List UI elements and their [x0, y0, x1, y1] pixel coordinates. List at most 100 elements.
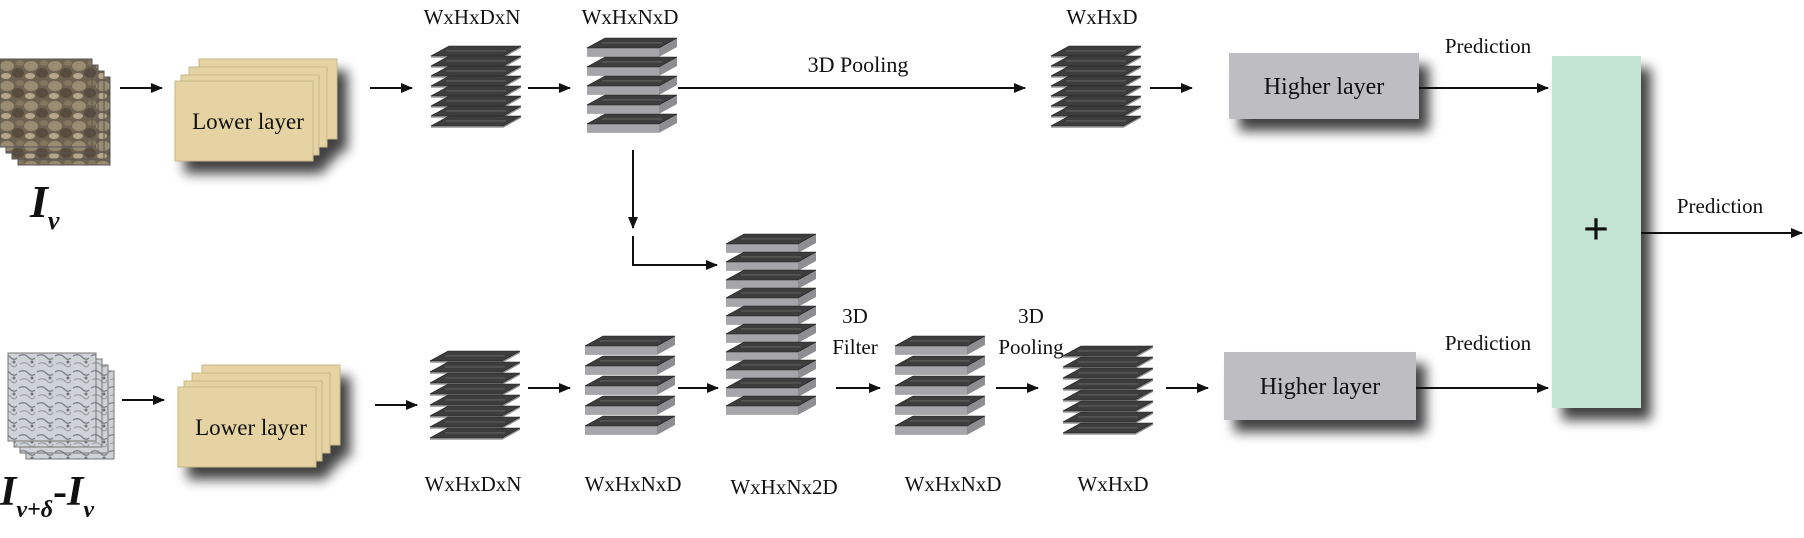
feature-slice-side [726, 405, 798, 415]
feature-slice-edge [1123, 86, 1141, 98]
feature-slice-edge [659, 57, 677, 76]
feature-slice-edge [503, 46, 521, 58]
feature-slice-side [587, 47, 659, 57]
bottom-feature-stack-3 [725, 233, 817, 415]
bottom-higher-layer-label: Higher layer [1260, 374, 1381, 400]
feature-slice-edge [503, 116, 521, 128]
feature-slice-side [726, 243, 798, 253]
feature-slice-edge [503, 56, 521, 68]
top-dims-1: WxHxDxN [424, 5, 521, 29]
feature-slice-edge [503, 66, 521, 78]
feature-slice-side [726, 333, 798, 343]
feature-slice-side [585, 425, 657, 435]
feature-slice-side [1051, 125, 1123, 128]
feature-slice-edge [1135, 390, 1153, 402]
feature-slice-edge [1123, 116, 1141, 128]
feature-slice-edge [502, 428, 520, 440]
bottom-feature-stack-4 [894, 335, 986, 435]
feature-slice-edge [1135, 423, 1153, 435]
feature-slice-side [585, 385, 657, 395]
feature-slice-edge [798, 324, 816, 343]
feature-slice-edge [503, 106, 521, 118]
bottom-pool-label-1: 3D [1018, 304, 1044, 328]
feature-slice-side [895, 405, 967, 415]
bottom-feature-stack-5 [1062, 345, 1154, 435]
feature-slice-edge [967, 356, 985, 375]
feature-slice-edge [967, 416, 985, 435]
bottom-dims-1: WxHxDxN [425, 472, 522, 496]
top-input-label: Iν [29, 176, 60, 235]
bottom-lower-layer-label: Lower layer [195, 415, 307, 440]
feature-slice-edge [798, 378, 816, 397]
feature-slice-edge [1123, 56, 1141, 68]
top-feature-stack-1 [430, 45, 522, 128]
bottom-filter-label-1: 3D [842, 304, 868, 328]
feature-slice-edge [502, 362, 520, 374]
bottom-prediction-label: Prediction [1445, 331, 1532, 355]
feature-slice-side [726, 279, 798, 289]
feature-slice-edge [502, 395, 520, 407]
feature-slice-edge [967, 376, 985, 395]
feature-slice-side [587, 123, 659, 133]
feature-slice-edge [798, 360, 816, 379]
bottom-input-label: Iν+δ-Iν [0, 469, 94, 523]
feature-slice-edge [798, 396, 816, 415]
feature-slice-edge [659, 95, 677, 114]
feature-slice-edge [798, 288, 816, 307]
feature-slice-side [726, 315, 798, 325]
feature-slice-edge [657, 336, 675, 355]
top-lower-layer-label: Lower layer [192, 109, 304, 134]
feature-slice-side [895, 345, 967, 355]
feature-slice-edge [798, 252, 816, 271]
bottom-feature-stack-1 [429, 350, 521, 440]
feature-slice-edge [502, 417, 520, 429]
fusion-plus-symbol: + [1583, 203, 1609, 254]
top-higher-layer-block [1229, 53, 1419, 119]
feature-slice-edge [502, 406, 520, 418]
feature-slice-edge [503, 96, 521, 108]
fusion-block [1552, 56, 1641, 408]
arrow-branch-right [632, 236, 718, 270]
feature-slice-side [895, 365, 967, 375]
feature-slice-edge [502, 351, 520, 363]
feature-slice-side [895, 385, 967, 395]
top-lower-layer-block [174, 58, 338, 162]
feature-slice-edge [659, 38, 677, 57]
feature-slice-edge [659, 76, 677, 95]
feature-slice-edge [1135, 346, 1153, 358]
feature-slice-side [895, 425, 967, 435]
feature-slice-side [726, 369, 798, 379]
feature-slice-edge [798, 234, 816, 253]
bottom-lower-layer-block [177, 364, 341, 468]
feature-slice-edge [657, 376, 675, 395]
feature-slice-edge [1123, 96, 1141, 108]
feature-slice-side [585, 365, 657, 375]
feature-slice-edge [1123, 66, 1141, 78]
feature-slice-side [587, 85, 659, 95]
final-prediction-label: Prediction [1677, 194, 1764, 218]
top-feature-stack-2 [586, 37, 678, 133]
feature-slice-side [430, 437, 502, 440]
feature-slice-edge [1135, 401, 1153, 413]
feature-slice-side [585, 345, 657, 355]
bottom-dims-5: WxHxD [1077, 472, 1148, 496]
feature-slice-side [585, 405, 657, 415]
feature-slice-edge [657, 356, 675, 375]
bottom-dims-4: WxHxNxD [905, 472, 1002, 496]
feature-slice-edge [1123, 106, 1141, 118]
feature-slice-side [726, 297, 798, 307]
feature-slice-edge [967, 336, 985, 355]
feature-slice-side [1063, 432, 1135, 435]
feature-slice-edge [798, 270, 816, 289]
top-pool-label: 3D Pooling [808, 52, 909, 77]
feature-slice-edge [798, 306, 816, 325]
bottom-dims-3: WxHxNx2D [730, 475, 837, 499]
feature-slice-edge [502, 384, 520, 396]
bottom-pool-label-2: Pooling [998, 335, 1064, 359]
bottom-dims-2: WxHxNxD [585, 472, 682, 496]
feature-slice-edge [657, 416, 675, 435]
feature-slice-edge [503, 76, 521, 88]
feature-slice-side [587, 66, 659, 76]
feature-slice-edge [1135, 368, 1153, 380]
